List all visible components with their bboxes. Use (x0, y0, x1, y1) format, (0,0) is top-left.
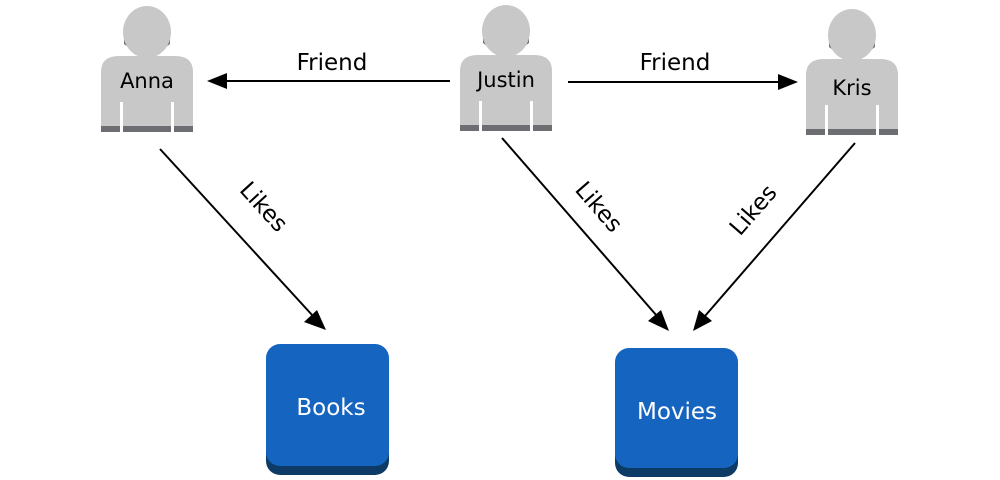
edge-anna-books: Likes (159, 148, 326, 330)
edge-line (704, 142, 856, 317)
edge-label: Likes (569, 177, 627, 238)
person-node-anna: Anna (101, 6, 193, 132)
edge-justin-kris: Friend (568, 50, 798, 90)
edge-line (501, 137, 658, 317)
person-icon (460, 5, 552, 131)
person-name: Anna (120, 69, 174, 93)
edge-justin-anna: Friend (207, 50, 450, 89)
topic-box (266, 344, 389, 466)
topic-name: Movies (637, 399, 717, 425)
person-name: Kris (832, 76, 871, 100)
edge-label: Likes (725, 180, 783, 241)
edge-label: Likes (234, 177, 292, 237)
person-icon (806, 9, 898, 135)
arrow-head (648, 310, 669, 331)
person-node-kris: Kris (806, 9, 898, 135)
edge-label: Friend (297, 50, 368, 76)
edge-line (159, 148, 314, 317)
person-name: Justin (475, 68, 535, 92)
edge-kris-movies: Likes (693, 142, 856, 331)
edge-justin-movies: Likes (501, 137, 669, 331)
arrow-head (693, 310, 712, 331)
arrow-head (207, 73, 227, 89)
arrow-head (304, 310, 326, 330)
arrow-head (778, 74, 798, 90)
topic-name: Books (296, 395, 365, 421)
topic-node-books: Books (266, 344, 389, 475)
edge-label: Friend (640, 50, 711, 76)
person-node-justin: Justin (460, 5, 552, 131)
topic-node-movies: Movies (615, 348, 738, 477)
topic-box (615, 348, 738, 468)
person-icon (101, 6, 193, 132)
